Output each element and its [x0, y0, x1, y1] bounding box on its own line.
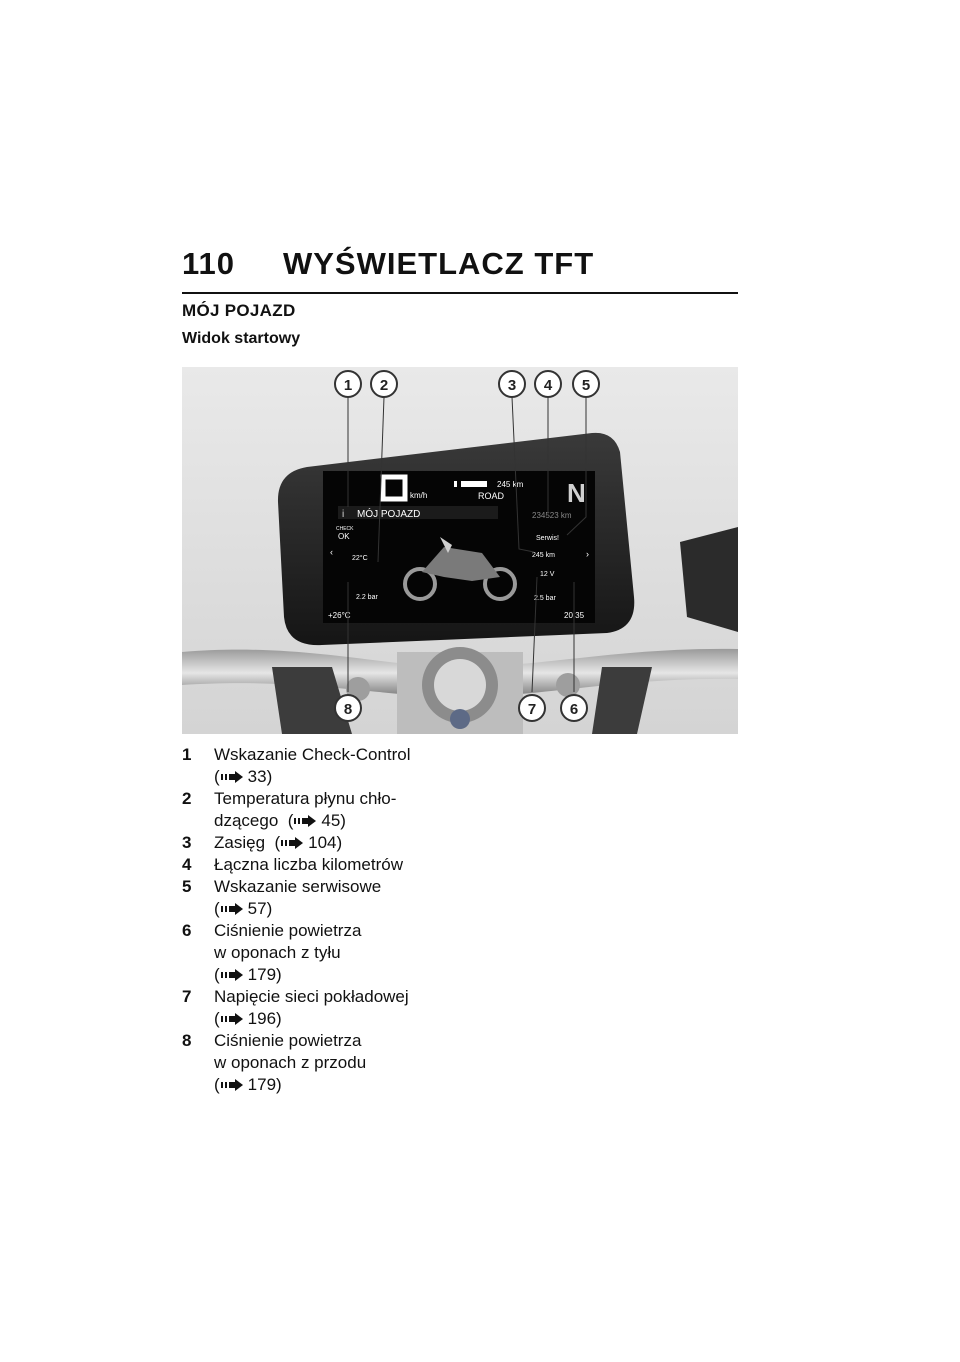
- legend-item-8: 8 Ciśnienie powietrza w oponach z przodu…: [182, 1031, 367, 1094]
- legend-item-4-label: Łączna liczba kilometrów: [214, 855, 403, 874]
- callout-5: [572, 370, 600, 398]
- svg-text:ROAD: ROAD: [478, 491, 505, 501]
- svg-text:OK: OK: [338, 532, 350, 541]
- legend-item-7: 7 Napięcie sieci pokładowej (196): [182, 987, 409, 1028]
- legend-item-1-label: Wskazanie Check-Control: [214, 745, 411, 764]
- legend-item-4: 4 Łączna liczba kilometrów: [182, 855, 403, 874]
- page-reference-arrow-icon: [220, 1079, 243, 1091]
- page-reference[interactable]: 196): [247, 1009, 282, 1028]
- svg-text:2.5 bar: 2.5 bar: [534, 595, 556, 602]
- svg-text:i: i: [342, 509, 344, 520]
- callout-7: [518, 694, 546, 722]
- page-reference[interactable]: 179): [247, 1075, 282, 1094]
- legend-item-5-label: Wskazanie serwisowe: [214, 877, 382, 896]
- page-reference-arrow-icon: [294, 815, 317, 827]
- legend-item-1: 1 Wskazanie Check-Control (33): [182, 745, 411, 786]
- callout-1: [334, 370, 362, 398]
- svg-text:Serwis!: Serwis!: [536, 535, 559, 542]
- callout-6: [560, 694, 588, 722]
- legend-item-8-label: Ciśnienie powietrza: [214, 1031, 362, 1050]
- svg-text:7: 7: [528, 701, 536, 718]
- svg-text:5: 5: [582, 377, 590, 394]
- svg-text:2: 2: [380, 377, 388, 394]
- callout-8: [334, 694, 362, 722]
- svg-text:12 V: 12 V: [540, 571, 555, 578]
- svg-text:CHECK: CHECK: [336, 526, 354, 532]
- svg-text:2.2 bar: 2.2 bar: [356, 594, 378, 601]
- page-number: 110: [182, 246, 236, 281]
- svg-text:›: ›: [586, 549, 589, 559]
- page-reference[interactable]: 33): [247, 767, 273, 786]
- legend-item-2-label: Temperatura płynu chło-: [214, 789, 397, 808]
- legend-item-7-label: Napięcie sieci pokładowej: [214, 987, 409, 1006]
- page-reference-arrow-icon: [220, 969, 243, 981]
- tft-display-figure: km/h 245 km ROAD N i MÓJ POJAZD 234523 k…: [182, 367, 738, 734]
- svg-text:6: 6: [570, 701, 578, 718]
- legend-item-6-label: Ciśnienie powietrza: [214, 921, 362, 940]
- callout-2: [370, 370, 398, 398]
- legend-item-6: 6 Ciśnienie powietrza w oponach z tyłu (…: [182, 921, 362, 984]
- page-reference-arrow-icon: [220, 771, 243, 783]
- svg-text:N: N: [567, 478, 586, 508]
- page-reference[interactable]: 45): [321, 811, 346, 830]
- page-reference-arrow-icon: [220, 903, 243, 915]
- page-reference-arrow-icon: [220, 1013, 243, 1025]
- page-reference[interactable]: 57): [247, 899, 273, 918]
- svg-text:8: 8: [344, 701, 352, 718]
- svg-text:245 km: 245 km: [532, 552, 555, 559]
- svg-text:245 km: 245 km: [497, 480, 524, 489]
- chapter-title: WYŚWIETLACZ TFT: [283, 246, 595, 281]
- svg-text:MÓJ POJAZD: MÓJ POJAZD: [357, 507, 420, 520]
- svg-text:1: 1: [344, 377, 352, 394]
- svg-text:4: 4: [544, 377, 553, 394]
- legend-item-3: 3 Zasięg (104): [182, 833, 343, 852]
- svg-text:+26°C: +26°C: [328, 611, 351, 620]
- svg-text:‹: ‹: [330, 547, 333, 557]
- page-reference[interactable]: 179): [247, 965, 282, 984]
- svg-text:234523 km: 234523 km: [532, 511, 572, 520]
- callout-3: [498, 370, 526, 398]
- page-reference[interactable]: 104): [308, 833, 343, 852]
- page-reference-arrow-icon: [281, 837, 304, 849]
- svg-text:km/h: km/h: [410, 491, 427, 500]
- header-rule: [182, 292, 738, 294]
- subsection-title: Widok startowy: [182, 330, 301, 347]
- legend-item-2: 2 Temperatura płynu chło- dzącego (45): [182, 789, 397, 830]
- legend-item-3-label: Zasięg: [214, 833, 266, 852]
- svg-text:22°C: 22°C: [352, 554, 368, 562]
- svg-text:3: 3: [508, 377, 516, 394]
- legend-list: 1 Wskazanie Check-Control (33) 2 Tempera…: [182, 744, 482, 1096]
- section-title: MÓJ POJAZD: [182, 301, 296, 320]
- legend-item-5: 5 Wskazanie serwisowe (57): [182, 877, 382, 918]
- callout-4: [534, 370, 562, 398]
